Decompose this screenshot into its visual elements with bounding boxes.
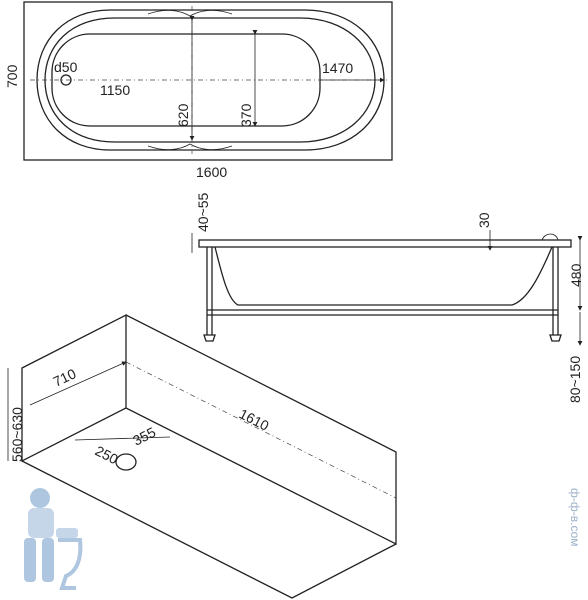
- dim-1470: 1470: [322, 60, 353, 76]
- dim-40-55: 40~55: [195, 192, 211, 232]
- armrest-top: [147, 10, 233, 17]
- dim-1600: 1600: [196, 164, 227, 180]
- dim-560-630: 560~630: [9, 407, 25, 462]
- dim-1150: 1150: [100, 82, 130, 98]
- tub-body-profile: [214, 246, 553, 306]
- drain-circle: [60, 74, 72, 86]
- dim-80-150: 80~150: [567, 356, 583, 403]
- dim-370: 370: [238, 103, 254, 127]
- dim-480: 480: [568, 263, 584, 287]
- foot-left: [203, 334, 216, 342]
- dim-1610: 1610: [237, 405, 272, 433]
- dim-30: 30: [476, 212, 492, 228]
- top-view: 700 1600 1470 1150 d50 620 370: [4, 1, 393, 180]
- dim-620: 620: [175, 103, 191, 127]
- side-view: 40~55 30 480 80~150: [191, 192, 584, 403]
- dim-d50: d50: [54, 59, 78, 75]
- floor-drain: [115, 453, 137, 471]
- floor: [21, 460, 397, 599]
- watermark-text: ф-ф-в.сом: [568, 488, 582, 547]
- armrest-bottom: [147, 143, 233, 150]
- dim-710: 710: [51, 365, 79, 389]
- install-view: 710 560~630 1610 250 355: [7, 313, 397, 599]
- dim-355: 355: [130, 424, 158, 449]
- dim-700: 700: [4, 64, 20, 88]
- tub-outer-rim: [36, 9, 385, 151]
- foot-right: [549, 334, 562, 342]
- plumber-mascot-icon: [24, 488, 83, 590]
- tub-rim: [198, 239, 572, 248]
- top-view-outline: [23, 1, 393, 161]
- tub-inner-basin: [44, 17, 376, 143]
